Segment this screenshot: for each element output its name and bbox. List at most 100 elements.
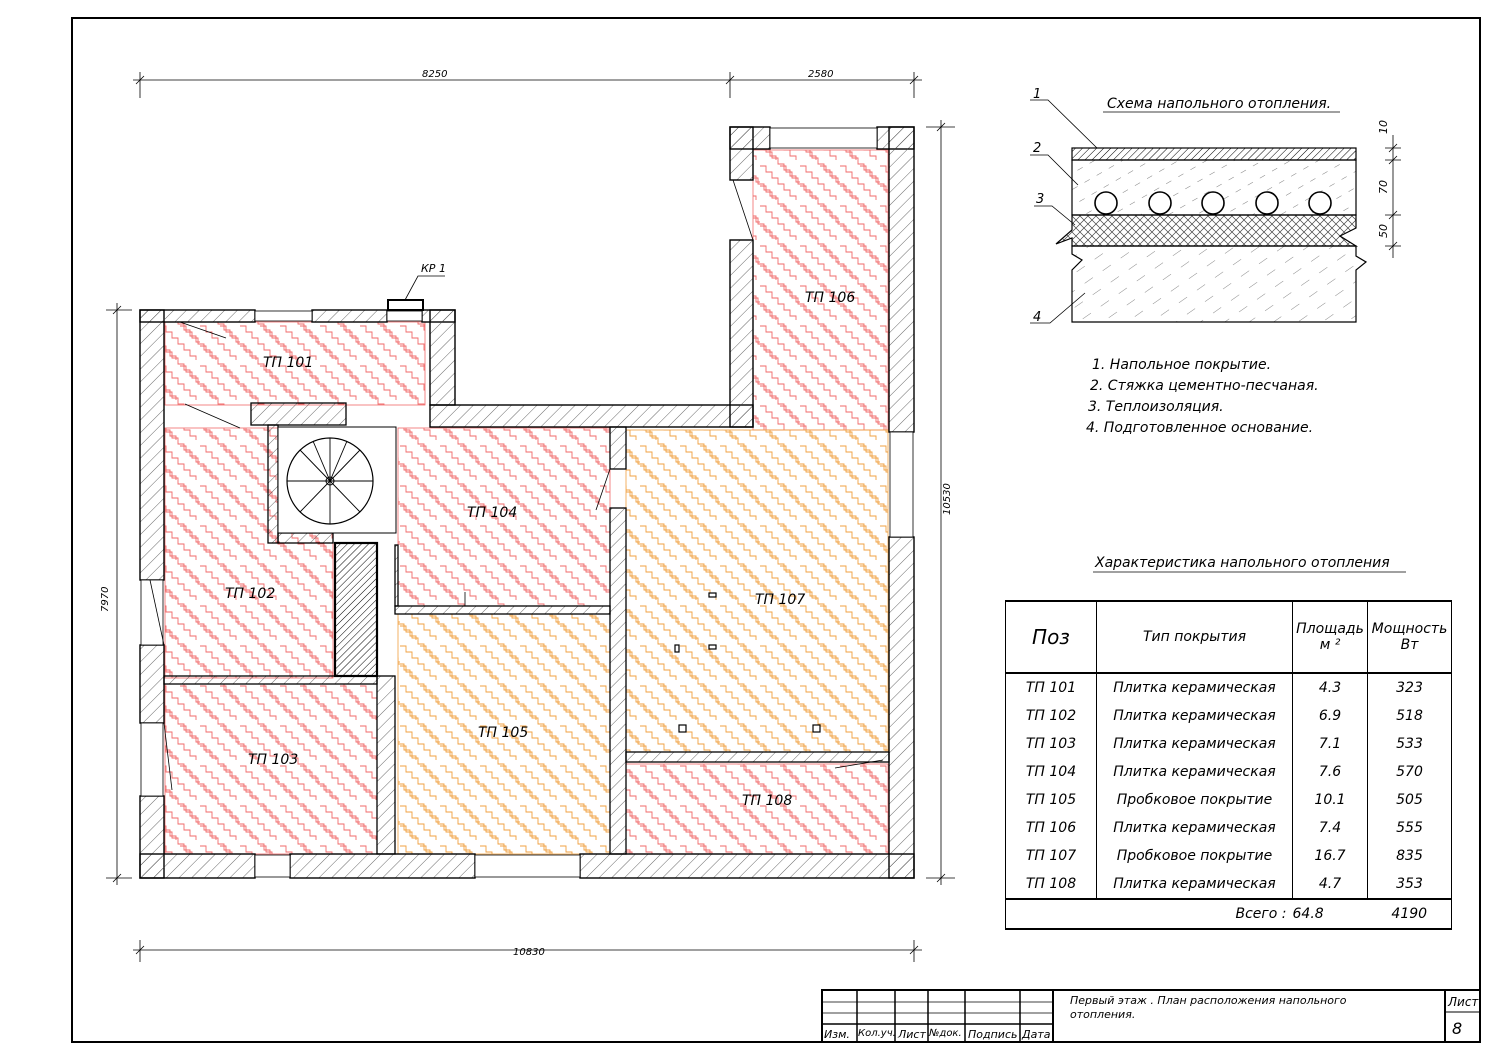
heating-pipes: [1094, 191, 1332, 215]
row-power: 353: [1367, 870, 1452, 899]
legend-item-3: 3. Теплоизоляция.: [1088, 399, 1224, 415]
room-area-tp103: [164, 683, 378, 855]
collector-label: КР 1: [421, 262, 446, 275]
spiral-staircase: [277, 426, 397, 534]
room-label-tp103: ТП 103: [248, 752, 298, 768]
row-power: 570: [1367, 758, 1452, 786]
ventilation-shaft: [333, 541, 379, 678]
stamp-col-podpis: Подпись: [968, 1028, 1018, 1041]
room-label-tp106: ТП 106: [805, 290, 855, 306]
stamp-col-izm: Изм.: [824, 1028, 850, 1041]
sheet-label: Лист: [1448, 995, 1479, 1009]
row-area: 4.3: [1292, 673, 1368, 702]
room-area-tp107: [625, 429, 889, 753]
scheme-title: Схема напольного отопления.: [1107, 96, 1331, 112]
title-block: [821, 989, 1481, 1043]
row-area: 7.4: [1292, 814, 1368, 842]
row-area: 4.7: [1292, 870, 1368, 899]
interior-partitions: [163, 402, 890, 855]
callout-4: 4: [1033, 310, 1041, 325]
row-power: 555: [1367, 814, 1452, 842]
callout-1: 1: [1033, 87, 1041, 102]
row-pos: ТП 103: [1005, 730, 1097, 758]
sheet-frame: [71, 17, 1481, 1043]
legend-item-2: 2. Стяжка цементно-песчаная.: [1090, 378, 1319, 394]
dim-top-right: 2580: [808, 69, 833, 80]
room-label-tp108: ТП 108: [742, 793, 792, 809]
header-pos: Поз: [1005, 600, 1097, 674]
legend-item-1: 1. Напольное покрытие.: [1092, 357, 1272, 373]
row-type: Плитка керамическая: [1096, 730, 1293, 758]
total-area: 64.8: [1292, 898, 1368, 930]
row-pos: ТП 108: [1005, 870, 1097, 899]
row-area: 7.6: [1292, 758, 1368, 786]
row-type: Пробковое покрытие: [1096, 842, 1293, 870]
layer-insulation: [1055, 214, 1359, 247]
row-pos: ТП 104: [1005, 758, 1097, 786]
stamp-col-data: Дата: [1022, 1028, 1051, 1041]
dim-right: 10530: [942, 483, 953, 515]
row-type: Плитка керамическая: [1096, 870, 1293, 899]
room-area-tp108: [625, 763, 889, 855]
heated-floor-areas: [164, 149, 889, 855]
stamp-col-ndok: №док.: [929, 1028, 962, 1039]
row-area: 10.1: [1292, 786, 1368, 814]
row-pos: ТП 101: [1005, 673, 1097, 702]
row-pos: ТП 102: [1005, 702, 1097, 730]
row-power: 518: [1367, 702, 1452, 730]
row-area: 6.9: [1292, 702, 1368, 730]
table-header-row: Поз Тип покрытия Площадь м ² Мощность Вт: [1005, 600, 1452, 674]
header-power: Мощность Вт: [1367, 600, 1452, 674]
room-label-tp107: ТП 107: [755, 592, 805, 608]
total-label: Всего :: [1005, 898, 1293, 930]
table-title: Характеристика напольного отопления: [1094, 555, 1390, 571]
collector-box: [387, 299, 424, 311]
exterior-walls: [139, 126, 915, 879]
floor-fixtures: [674, 592, 821, 733]
row-type: Плитка керамическая: [1096, 702, 1293, 730]
header-area-line1: Площадь: [1296, 621, 1364, 637]
floor-heating-table: Поз Тип покрытия Площадь м ² Мощность Вт…: [1005, 600, 1452, 930]
thickness-10: 10: [1377, 120, 1390, 134]
room-area-tp105: [397, 613, 611, 855]
stamp-col-koluch: Кол.уч.: [858, 1028, 896, 1039]
row-type: Плитка керамическая: [1096, 814, 1293, 842]
floor-section-scheme: [1030, 99, 1401, 324]
room-label-tp102: ТП 102: [225, 586, 275, 602]
row-type: Плитка керамическая: [1096, 673, 1293, 702]
layer-base: [1071, 245, 1368, 323]
callout-3: 3: [1036, 192, 1044, 207]
row-power: 835: [1367, 842, 1452, 870]
stamp-col-list: Лист: [898, 1028, 926, 1041]
header-power-line1: Мощность: [1371, 621, 1448, 637]
row-type: Плитка керамическая: [1096, 758, 1293, 786]
row-power: 505: [1367, 786, 1452, 814]
room-label-tp101: ТП 101: [263, 355, 313, 371]
room-label-tp105: ТП 105: [478, 725, 528, 741]
legend-item-4: 4. Подготовленное основание.: [1086, 420, 1314, 436]
dim-bottom: 10830: [513, 947, 545, 958]
dim-top-left: 8250: [422, 69, 447, 80]
row-pos: ТП 105: [1005, 786, 1097, 814]
room-area-tp106: [752, 149, 889, 431]
row-power: 533: [1367, 730, 1452, 758]
header-power-line2: Вт: [1400, 637, 1419, 653]
room-area-tp104: [397, 427, 611, 607]
row-area: 16.7: [1292, 842, 1368, 870]
dimension-lines: [106, 72, 955, 962]
row-type: Пробковое покрытие: [1096, 786, 1293, 814]
row-power: 323: [1367, 673, 1452, 702]
row-pos: ТП 106: [1005, 814, 1097, 842]
sheet-description: Первый этаж . План расположения напольно…: [1070, 994, 1347, 1021]
doors: [149, 179, 884, 791]
sheet-number: 8: [1452, 1019, 1463, 1038]
